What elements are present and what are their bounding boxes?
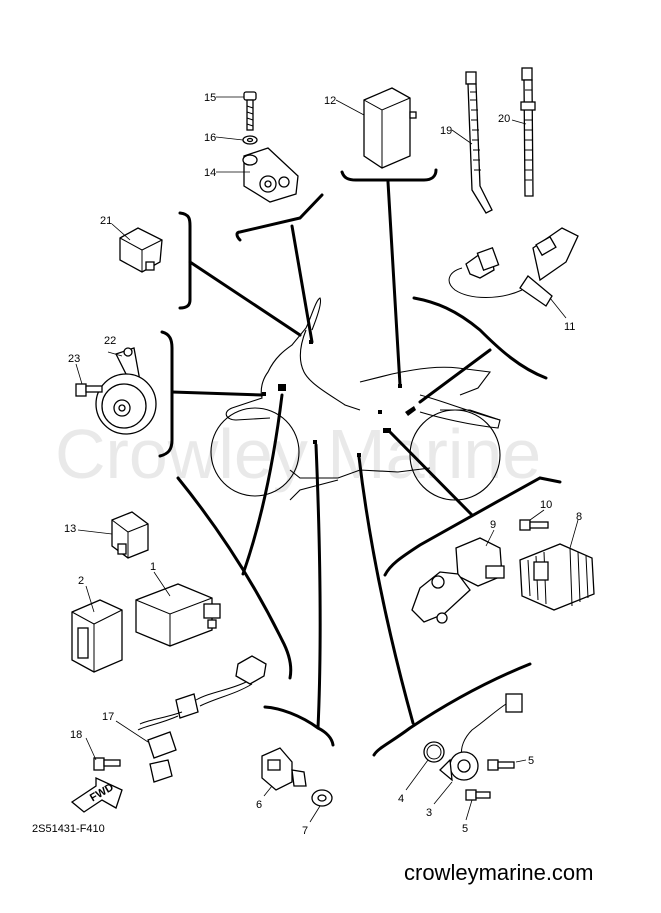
part-14-bracket <box>242 147 299 203</box>
part-2-cover <box>71 599 123 673</box>
callout-17: 17 <box>102 711 114 723</box>
callout-14: 14 <box>204 167 216 179</box>
callout-9: 9 <box>490 519 496 531</box>
callout-1: 1 <box>150 561 156 573</box>
front-wheel <box>210 407 300 497</box>
part-7-washer <box>311 789 333 807</box>
part-21-relay <box>119 227 163 273</box>
part-13-relay <box>111 511 149 559</box>
fwd-arrow-icon: FWD <box>70 776 123 813</box>
part-16-washer <box>242 135 258 145</box>
callout-12: 12 <box>324 95 336 107</box>
part-19-cable-tie <box>465 71 493 214</box>
callout-15: 15 <box>204 92 216 104</box>
callout-labels: 15 16 14 12 19 20 11 21 22 23 13 2 1 17 … <box>64 92 582 837</box>
callout-22: 22 <box>104 335 116 347</box>
callout-5-b: 5 <box>462 823 468 835</box>
part-3-sensor <box>439 693 523 782</box>
part-20-cable-tie <box>520 67 536 197</box>
part-15-bolt <box>243 91 257 131</box>
part-17-wire-harness <box>137 655 267 783</box>
callout-20: 20 <box>498 113 510 125</box>
callout-3: 3 <box>426 807 432 819</box>
callout-5-a: 5 <box>528 755 534 767</box>
callout-21: 21 <box>100 215 112 227</box>
callout-6: 6 <box>256 799 262 811</box>
part-12-module <box>363 87 417 169</box>
callout-11: 11 <box>564 321 575 333</box>
diagram-code: 2S51431-F410 <box>32 823 105 835</box>
part-5-screw-b <box>465 789 491 801</box>
callout-2: 2 <box>78 575 84 587</box>
part-9-sensor <box>411 537 505 624</box>
callout-leaders <box>75 96 579 823</box>
part-6-switch <box>261 747 307 791</box>
callout-7: 7 <box>302 825 308 837</box>
part-10-bolt <box>519 519 549 531</box>
callout-8: 8 <box>576 511 582 523</box>
site-name: crowleymarine.com <box>404 860 594 885</box>
part-22-horn <box>95 347 157 435</box>
part-5-screw-a <box>487 759 515 771</box>
callout-10: 10 <box>540 499 552 511</box>
callout-23: 23 <box>68 353 80 365</box>
part-8-rectifier <box>519 543 595 611</box>
callout-16: 16 <box>204 132 216 144</box>
callout-18: 18 <box>70 729 82 741</box>
group-brackets <box>158 168 562 757</box>
part-4-o-ring <box>423 741 445 763</box>
part-18-bolt <box>93 757 121 771</box>
callout-13: 13 <box>64 523 76 535</box>
horn-mount-mark <box>278 384 286 391</box>
part-1-control-unit <box>135 583 221 647</box>
callout-4: 4 <box>398 793 404 805</box>
callout-19: 19 <box>440 125 452 137</box>
part-23-bolt <box>75 383 103 397</box>
part-11-sensor <box>448 227 579 307</box>
